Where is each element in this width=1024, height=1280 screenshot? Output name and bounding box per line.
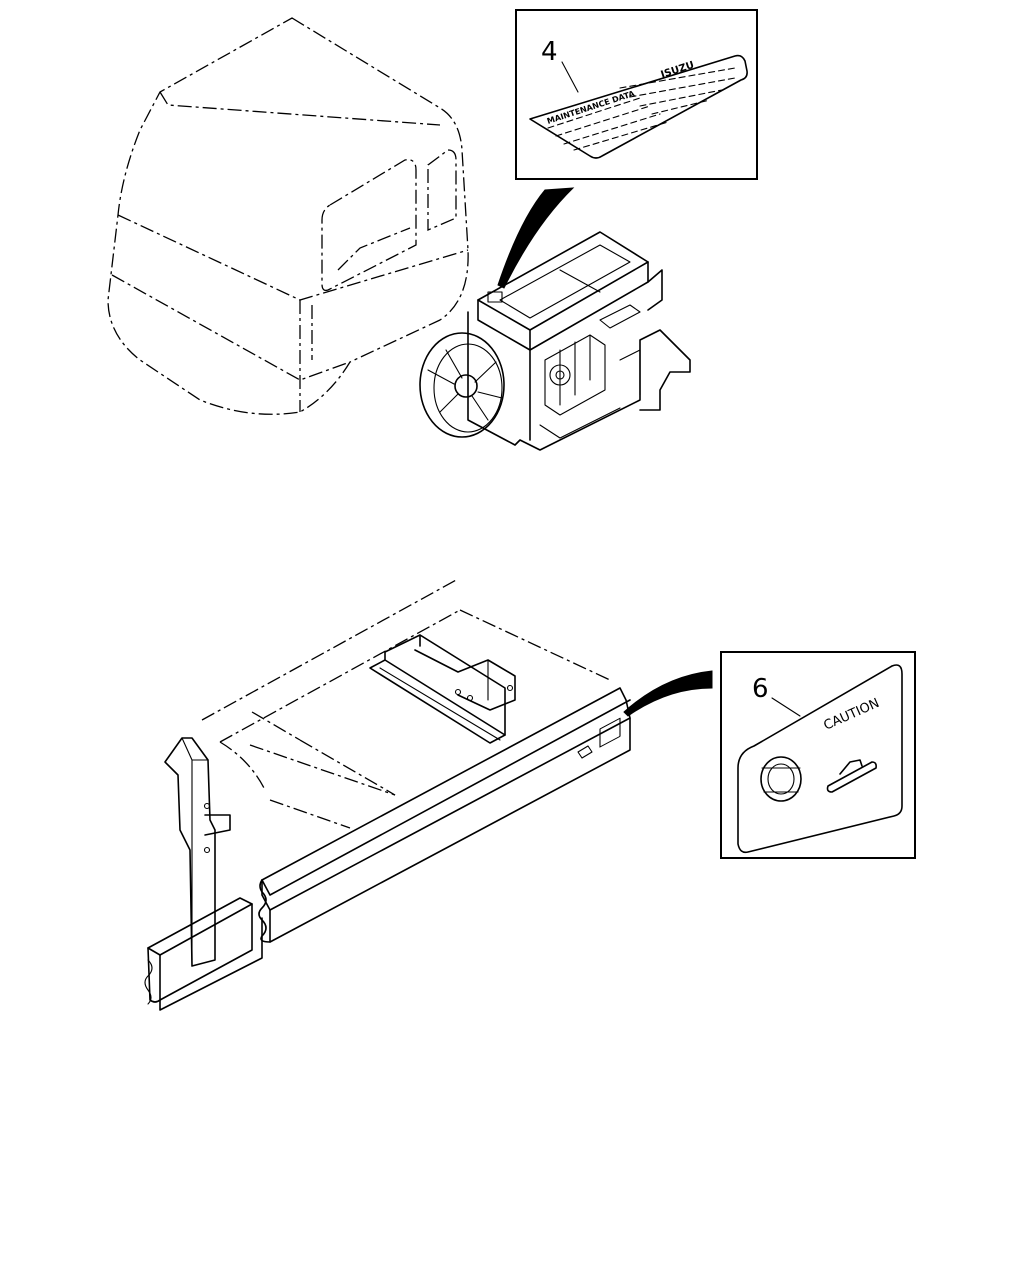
callout-4-pointer	[497, 187, 575, 289]
callout-number-6: 6	[752, 674, 769, 704]
caution-label-location-marker	[599, 717, 621, 748]
maintenance-label-text-lines	[547, 67, 736, 151]
callout-box-6: CAUTION 6	[720, 651, 916, 859]
truck-cab-outline	[107, 17, 469, 415]
chassis-frame	[144, 578, 631, 1011]
caution-circle-symbol	[760, 756, 802, 802]
label-location-marker	[487, 291, 503, 303]
callout-box-4: MAINTENANCE DATA ISUZU 4	[515, 9, 758, 180]
engine-assembly	[419, 231, 691, 451]
caution-slot-symbol	[826, 759, 877, 793]
callout-number-4: 4	[541, 37, 558, 67]
callout-6-pointer	[623, 670, 713, 717]
